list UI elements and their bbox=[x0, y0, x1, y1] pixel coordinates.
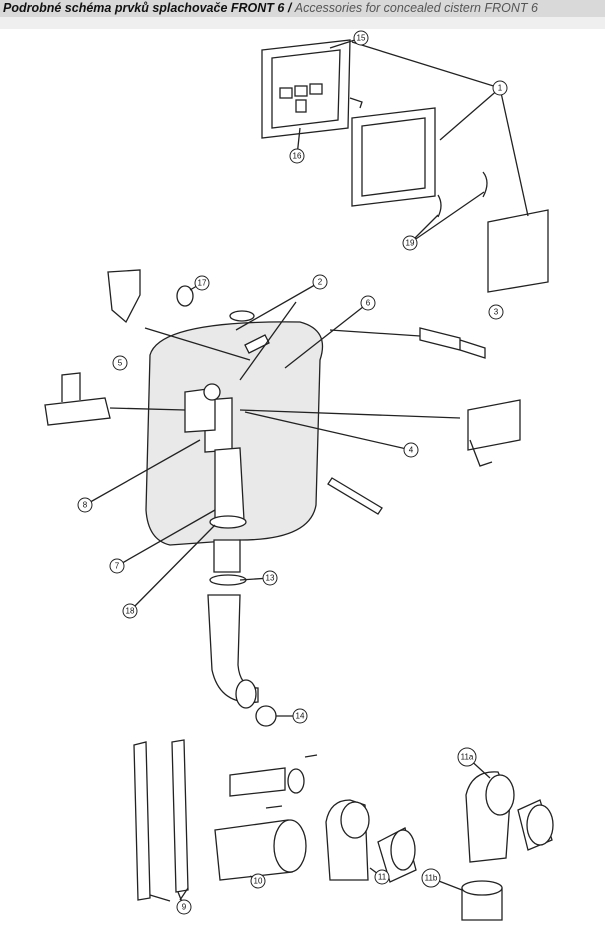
bracket-5 bbox=[44, 372, 111, 426]
title-english: Accessories for concealed cistern FRONT … bbox=[294, 1, 538, 15]
callout-number: 18 bbox=[126, 607, 135, 616]
cistern bbox=[145, 310, 324, 546]
callout-circle bbox=[402, 235, 418, 251]
pipe-seal bbox=[255, 705, 277, 727]
callout-circle bbox=[292, 708, 308, 724]
callout-number: 17 bbox=[198, 279, 207, 288]
callout-circle bbox=[77, 497, 93, 513]
callout-circle bbox=[492, 80, 508, 96]
callout-circle bbox=[374, 869, 390, 885]
callout-circle bbox=[262, 570, 278, 586]
callout-number: 11b bbox=[425, 874, 438, 883]
outlet-stub bbox=[213, 539, 241, 573]
callout-circle bbox=[122, 603, 138, 619]
clips bbox=[437, 171, 488, 218]
callout-circle bbox=[112, 355, 128, 371]
callout-circle bbox=[194, 275, 210, 291]
callout-number: 19 bbox=[406, 239, 415, 248]
callout-number: 13 bbox=[266, 574, 275, 583]
callout-circle bbox=[250, 873, 266, 889]
callout-number: 3 bbox=[494, 308, 499, 317]
callout-circle bbox=[421, 868, 441, 888]
callout-circle bbox=[488, 304, 504, 320]
page-header: Podrobné schéma prvků splachovače FRONT … bbox=[0, 0, 605, 17]
callout-circle bbox=[312, 274, 328, 290]
callout-circle bbox=[403, 442, 419, 458]
callout-number: 10 bbox=[254, 877, 263, 886]
mounting-rails bbox=[133, 739, 189, 901]
control-plate-frame bbox=[261, 39, 351, 139]
connector-tube bbox=[229, 767, 286, 797]
bracket-right bbox=[467, 399, 521, 467]
callout-number: 11 bbox=[378, 873, 387, 882]
flush-pipe bbox=[207, 594, 259, 704]
screw-4 bbox=[327, 477, 383, 515]
callout-circle bbox=[109, 558, 125, 574]
title-separator: / bbox=[284, 1, 295, 15]
title-czech: Podrobné schéma prvků splachovače FRONT … bbox=[3, 1, 285, 15]
bracket-17 bbox=[107, 269, 141, 324]
header-band bbox=[0, 17, 605, 29]
callout-number: 8 bbox=[83, 501, 88, 510]
callout-number: 1 bbox=[498, 84, 503, 93]
callout-number: 6 bbox=[366, 299, 371, 308]
callout-number: 4 bbox=[409, 446, 414, 455]
callout-number: 14 bbox=[296, 712, 305, 721]
mounting-frame bbox=[351, 107, 436, 207]
callout-number: 2 bbox=[318, 278, 323, 287]
callout-circle bbox=[457, 747, 477, 767]
callout-circle bbox=[360, 295, 376, 311]
callout-circle bbox=[289, 148, 305, 164]
cover-plate bbox=[487, 209, 549, 293]
callout-number: 11a bbox=[461, 753, 474, 762]
callout-number: 7 bbox=[115, 562, 120, 571]
callout-number: 9 bbox=[182, 903, 187, 912]
callout-number: 5 bbox=[118, 359, 123, 368]
callout-circle bbox=[353, 30, 369, 46]
screw bbox=[349, 97, 363, 109]
callout-labels: 15 1 16 19 17 2 6 3 5 4 8 7 18 13 14 9 10 11 11a 11b bbox=[77, 30, 508, 915]
callout-number: 16 bbox=[293, 152, 302, 161]
valve-3 bbox=[419, 327, 486, 359]
callout-number: 15 bbox=[357, 34, 366, 43]
callout-circle bbox=[176, 899, 192, 915]
